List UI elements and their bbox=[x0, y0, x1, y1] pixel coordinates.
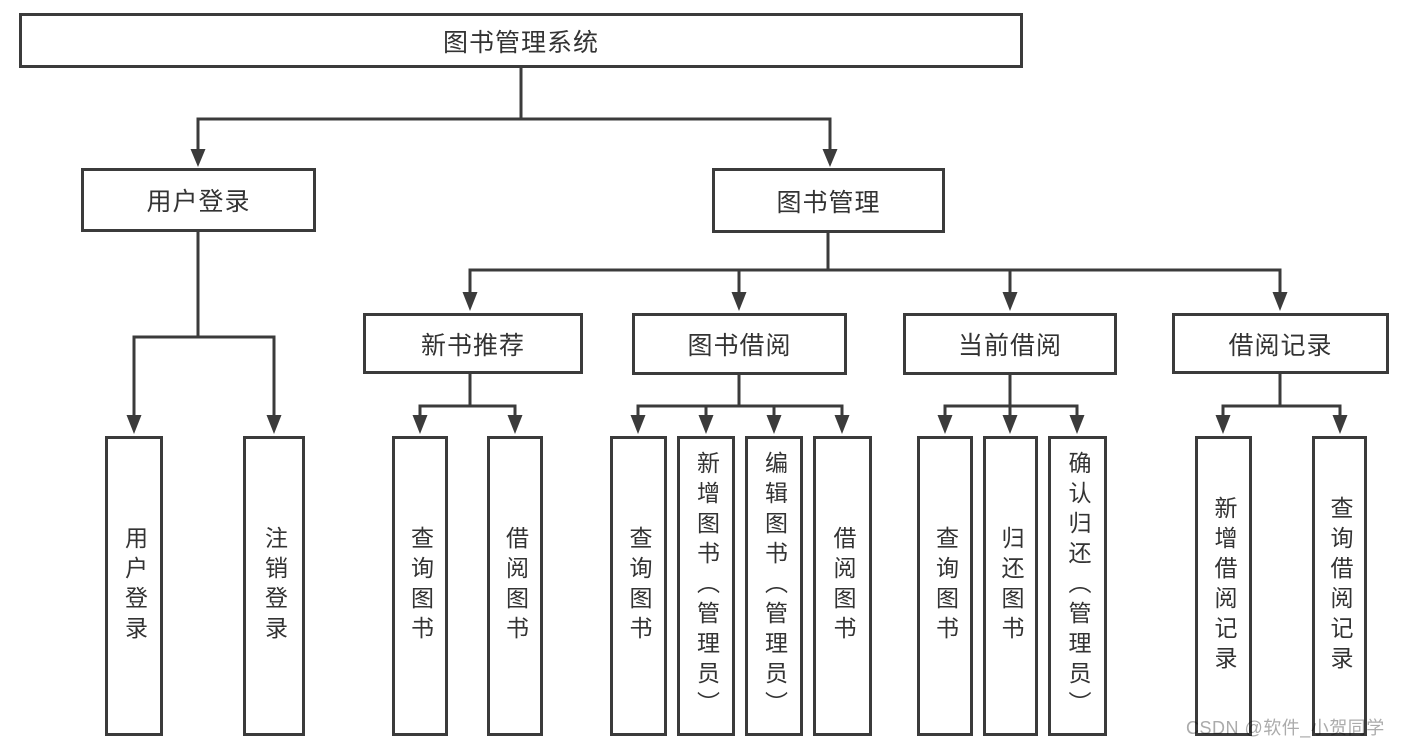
node-book-borrowing: 图书借阅 bbox=[632, 313, 847, 375]
node-current-borrowing: 当前借阅 bbox=[903, 313, 1117, 375]
node-label: 编辑图书（管理员） bbox=[761, 451, 788, 721]
node-label: 新增图书（管理员） bbox=[693, 451, 720, 721]
node-label: 当前借阅 bbox=[957, 332, 1062, 360]
node-label: 归还图书 bbox=[998, 526, 1024, 646]
node-logout-leaf: 注销登录 bbox=[243, 436, 305, 736]
arrowhead-icon bbox=[822, 149, 838, 167]
node-label: 查询借阅记录 bbox=[1327, 496, 1353, 676]
node-query-borrow-record: 查询借阅记录 bbox=[1312, 436, 1367, 736]
arrowhead-icon bbox=[266, 415, 282, 434]
arrowhead-icon bbox=[1215, 415, 1231, 434]
node-user-login: 用户登录 bbox=[81, 168, 316, 232]
node-label: 新增借阅记录 bbox=[1211, 496, 1237, 676]
arrowhead-icon bbox=[462, 292, 478, 311]
csdn-watermark: CSDN @软件_小贺同学 bbox=[1186, 718, 1385, 738]
arrowhead-icon bbox=[1069, 415, 1085, 434]
arrowhead-icon bbox=[937, 415, 953, 434]
node-query-book: 查询图书 bbox=[392, 436, 448, 736]
node-label: 新书推荐 bbox=[420, 331, 525, 360]
arrowhead-icon bbox=[731, 292, 747, 311]
node-add-borrow-record: 新增借阅记录 bbox=[1195, 436, 1252, 736]
arrowhead-icon bbox=[630, 415, 646, 434]
node-query-book: 查询图书 bbox=[917, 436, 973, 736]
node-query-book: 查询图书 bbox=[610, 436, 667, 736]
node-label: 查询图书 bbox=[932, 526, 959, 646]
arrowhead-icon bbox=[507, 415, 523, 434]
arrowhead-icon bbox=[1002, 292, 1018, 311]
node-borrow-book: 借阅图书 bbox=[487, 436, 543, 736]
node-label: 查询图书 bbox=[407, 526, 434, 646]
arrowhead-icon bbox=[190, 149, 206, 167]
node-new-book-recommendation: 新书推荐 bbox=[363, 313, 583, 374]
node-label: 用户登录 bbox=[146, 188, 251, 216]
arrowhead-icon bbox=[1002, 415, 1018, 434]
arrowhead-icon bbox=[412, 415, 428, 434]
arrowheads bbox=[126, 149, 1348, 434]
arrowhead-icon bbox=[1332, 415, 1348, 434]
node-confirm-return-admin: 确认归还（管理员） bbox=[1048, 436, 1107, 736]
node-label: 借阅记录 bbox=[1228, 331, 1333, 360]
node-borrow-book: 借阅图书 bbox=[813, 436, 872, 736]
arrowhead-icon bbox=[766, 415, 782, 434]
node-label: 用户登录 bbox=[121, 526, 148, 646]
arrowhead-icon bbox=[126, 415, 142, 434]
node-label: 图书借阅 bbox=[687, 332, 792, 360]
node-label: 图书管理系统 bbox=[442, 28, 599, 57]
node-label: 图书管理 bbox=[776, 188, 881, 217]
node-library-management-system: 图书管理系统 bbox=[19, 13, 1023, 68]
node-label: 借阅图书 bbox=[502, 526, 529, 646]
node-label: 查询图书 bbox=[626, 526, 652, 646]
node-user-login-leaf: 用户登录 bbox=[105, 436, 163, 736]
node-add-book-admin: 新增图书（管理员） bbox=[677, 436, 735, 736]
node-label: 注销登录 bbox=[261, 526, 288, 646]
node-borrowing-records: 借阅记录 bbox=[1172, 313, 1389, 374]
arrowhead-icon bbox=[834, 415, 850, 434]
node-edit-book-admin: 编辑图书（管理员） bbox=[745, 436, 803, 736]
node-label: 借阅图书 bbox=[830, 526, 856, 646]
node-label: 确认归还（管理员） bbox=[1065, 451, 1091, 721]
arrowhead-icon bbox=[698, 415, 714, 434]
node-book-management: 图书管理 bbox=[712, 168, 945, 233]
node-return-book: 归还图书 bbox=[983, 436, 1038, 736]
arrowhead-icon bbox=[1272, 292, 1288, 311]
